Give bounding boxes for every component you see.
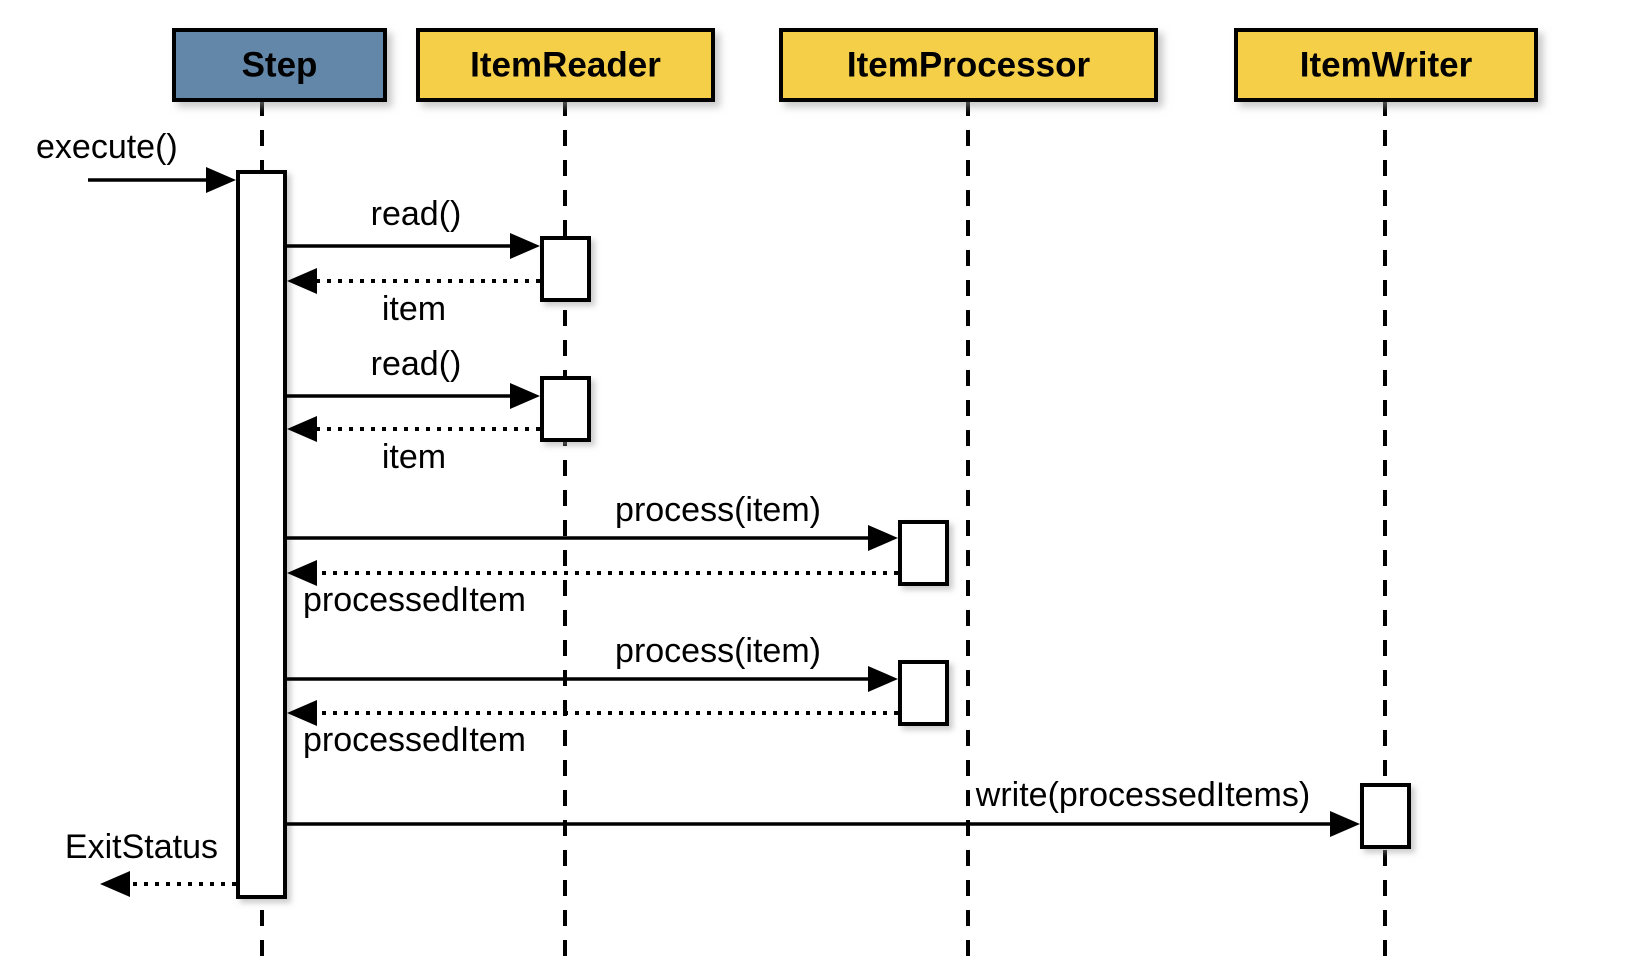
message-arrowhead [1330,811,1360,837]
participant-box-item-reader[interactable] [416,28,715,102]
activation-processor-activation-2 [898,660,949,726]
activation-reader-activation-1 [540,236,591,302]
message-msg-write: write(processedItems) [285,776,1360,837]
participant-label-item-writer: ItemWriter [1300,45,1473,84]
participant-label-item-processor: ItemProcessor [847,45,1091,84]
participant-header-item-processor[interactable]: ItemProcessor [779,28,1158,102]
participant-label-step: Step [242,45,318,84]
message-label-msg-item-1: item [382,290,446,328]
message-msg-read-1: read() [285,195,540,259]
participant-label-item-reader: ItemReader [470,45,661,84]
message-label-msg-processeditem-1: processedItem [303,581,526,619]
participant-box-item-writer[interactable] [1234,28,1538,102]
message-label-msg-read-2: read() [371,345,462,383]
participant-headers-layer: Step ItemReader ItemProcessor ItemWriter [172,28,1538,102]
message-label-msg-execute: execute() [36,128,178,166]
message-arrowhead [206,167,236,193]
message-msg-process-2: process(item) [285,632,898,692]
participant-header-item-reader[interactable]: ItemReader [416,28,715,102]
participant-header-item-writer[interactable]: ItemWriter [1234,28,1538,102]
participant-box-step[interactable] [172,28,387,102]
message-arrowhead [868,525,898,551]
activation-step-activation [236,170,287,899]
message-label-msg-processeditem-2: processedItem [303,721,526,759]
message-label-msg-item-2: item [382,438,446,476]
message-label-msg-write: write(processedItems) [975,776,1310,814]
activation-processor-activation-1 [898,520,949,586]
activation-writer-activation-1 [1360,783,1411,849]
message-label-msg-read-1: read() [371,195,462,233]
message-msg-item-2: item [287,416,540,476]
participant-header-step[interactable]: Step [172,28,387,102]
message-msg-processeditem-1: processedItem [287,560,898,619]
message-arrowhead [510,383,540,409]
message-label-msg-process-1: process(item) [615,491,821,529]
message-arrowhead [510,233,540,259]
message-msg-processeditem-2: processedItem [287,700,898,759]
message-arrowhead [868,666,898,692]
message-label-msg-exitstatus: ExitStatus [65,828,218,866]
messages-layer: execute() read() item read() item process(ite… [36,128,1360,897]
message-msg-item-1: item [287,268,540,328]
message-arrowhead [287,700,317,726]
message-arrowhead [287,268,317,294]
participant-box-item-processor[interactable] [779,28,1158,102]
message-arrowhead [287,560,317,586]
message-label-msg-process-2: process(item) [615,632,821,670]
message-msg-process-1: process(item) [285,491,898,551]
activation-reader-activation-2 [540,376,591,442]
message-msg-exitstatus: ExitStatus [65,828,236,897]
message-arrowhead [100,871,130,897]
message-arrowhead [287,416,317,442]
message-msg-read-2: read() [285,345,540,409]
message-msg-execute: execute() [36,128,236,193]
activations-layer [236,170,1411,899]
